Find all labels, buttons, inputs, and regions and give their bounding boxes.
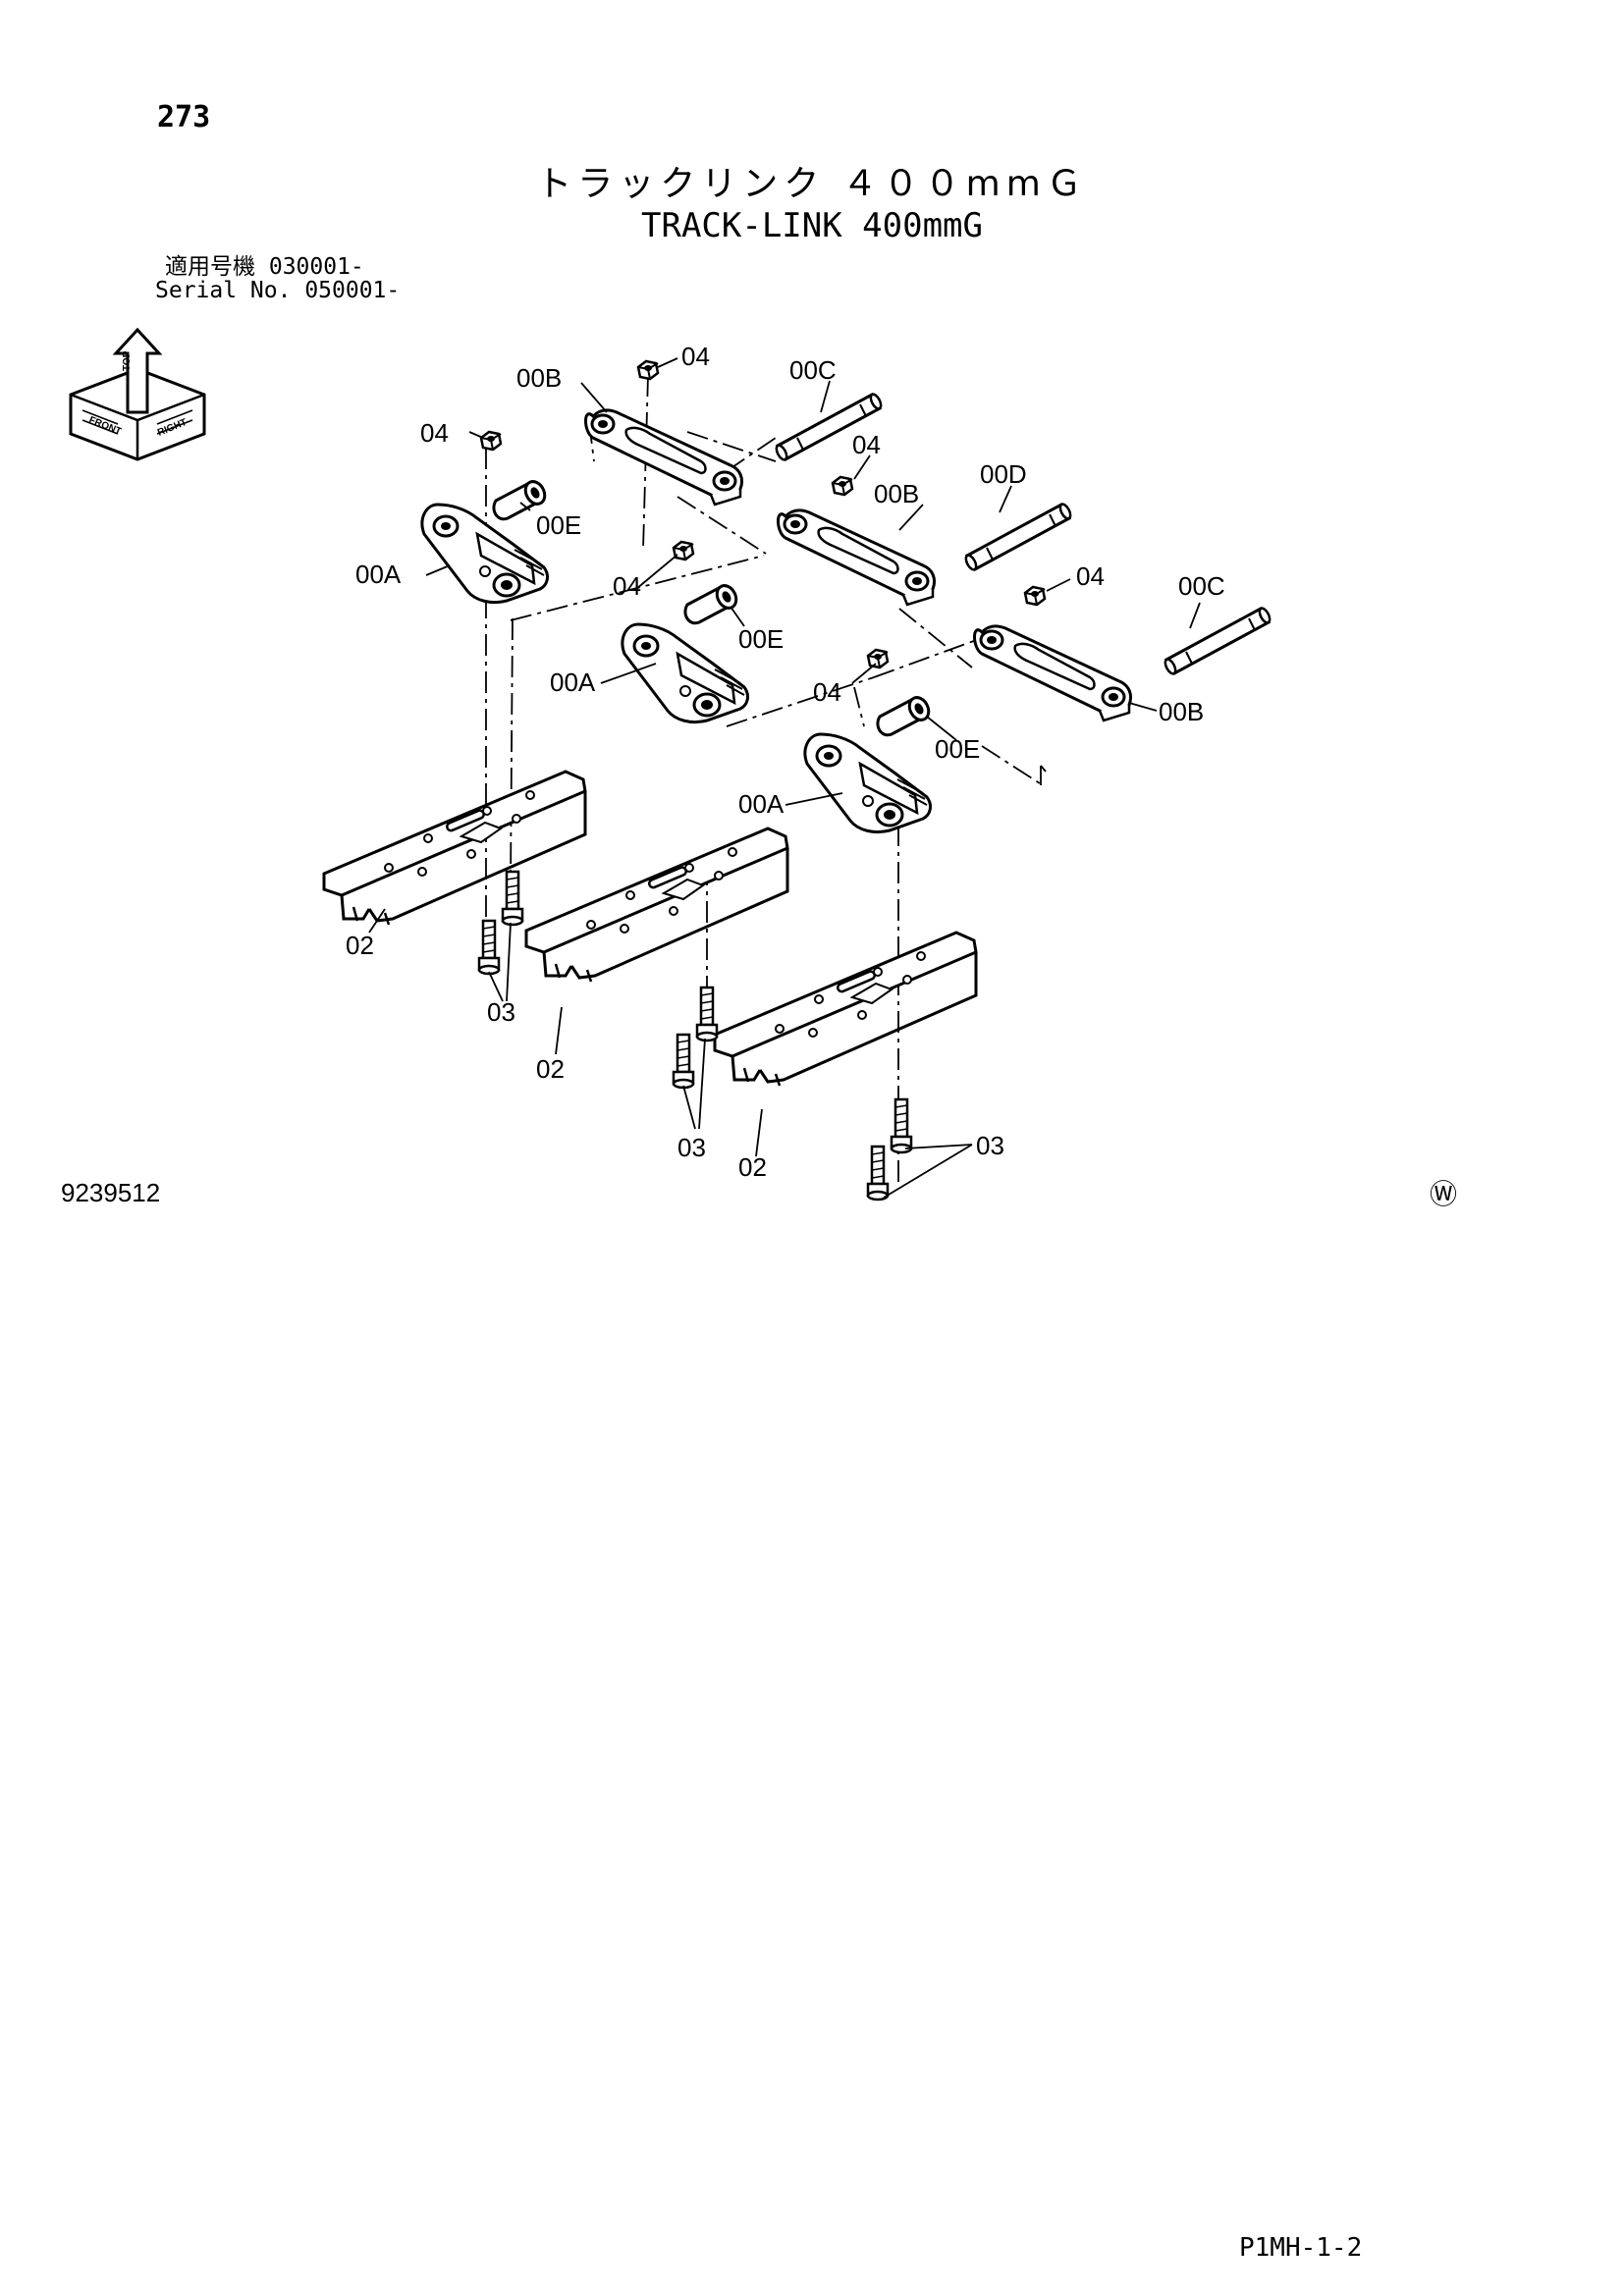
bushing-00e-middle xyxy=(683,580,742,625)
exploded-parts-diagram: TOP FRONT RIGHT xyxy=(69,327,1273,1201)
callout-00e: 00E xyxy=(738,624,784,654)
page-number: 273 xyxy=(157,100,211,134)
link-00b-right xyxy=(973,624,1133,722)
callout-00d: 00D xyxy=(980,459,1027,489)
bolt-03-c xyxy=(695,986,719,1042)
callout-02: 02 xyxy=(346,931,374,960)
compass-top-label: TOP xyxy=(122,350,133,371)
callout-00b: 00B xyxy=(516,363,562,393)
link-00b-left xyxy=(584,408,744,507)
callout-00c: 00C xyxy=(1178,571,1225,601)
callout-00a: 00A xyxy=(550,667,596,697)
pin-00c-right xyxy=(1162,605,1273,677)
callout-04: 04 xyxy=(420,418,449,448)
nut-04-c xyxy=(831,475,854,497)
link-00b-middle xyxy=(777,508,937,607)
callout-00c: 00C xyxy=(789,355,837,385)
leader-lines xyxy=(368,357,1201,1199)
serial-applicable-line: 適用号機 030001- xyxy=(165,254,364,280)
callout-00e: 00E xyxy=(536,510,581,540)
shoe-02-left xyxy=(322,770,587,927)
bolt-03-e xyxy=(890,1097,913,1154)
callout-03: 03 xyxy=(487,997,515,1027)
nut-04-b xyxy=(636,359,660,381)
link-00a-left xyxy=(420,503,549,605)
bolt-03-d xyxy=(672,1033,695,1090)
callout-04: 04 xyxy=(613,571,641,601)
nut-04-f xyxy=(866,648,890,669)
callout-00a: 00A xyxy=(738,789,785,819)
callout-00b: 00B xyxy=(1159,697,1204,726)
nut-04-d xyxy=(672,540,695,561)
callout-04: 04 xyxy=(681,342,710,371)
callout-00a: 00A xyxy=(355,560,402,589)
callout-03: 03 xyxy=(677,1133,706,1162)
shoe-02-middle xyxy=(524,827,789,984)
link-00a-right xyxy=(803,732,932,834)
callout-02: 02 xyxy=(738,1152,767,1182)
direction-compass-icon: TOP FRONT RIGHT xyxy=(69,327,206,461)
callout-00e: 00E xyxy=(935,734,980,764)
callout-02: 02 xyxy=(536,1054,565,1084)
bushing-00e-right xyxy=(876,692,935,737)
callout-04: 04 xyxy=(813,677,841,707)
callout-04: 04 xyxy=(1076,561,1105,591)
bolt-03-a xyxy=(501,870,524,927)
nut-04-a xyxy=(479,430,503,452)
w-mark-icon: Ⓦ xyxy=(1430,1178,1458,1210)
serial-number-line: Serial No. 050001- xyxy=(155,278,401,303)
shoe-02-right xyxy=(713,931,978,1088)
bolt-03-b xyxy=(477,919,501,976)
callout-03: 03 xyxy=(976,1131,1004,1160)
callout-04: 04 xyxy=(852,430,881,459)
link-00a-middle xyxy=(621,622,749,724)
callout-00b: 00B xyxy=(874,479,919,508)
illustration-number: 9239512 xyxy=(61,1178,161,1207)
pin-00d xyxy=(962,501,1074,573)
nut-04-e xyxy=(1023,585,1047,607)
bolt-03-f xyxy=(866,1145,890,1201)
page-code: P1MH-1-2 xyxy=(1239,2233,1363,2263)
title-japanese: トラックリンク ４００mmＧ xyxy=(536,164,1088,204)
title-english: TRACK-LINK 400mmG xyxy=(641,206,983,245)
